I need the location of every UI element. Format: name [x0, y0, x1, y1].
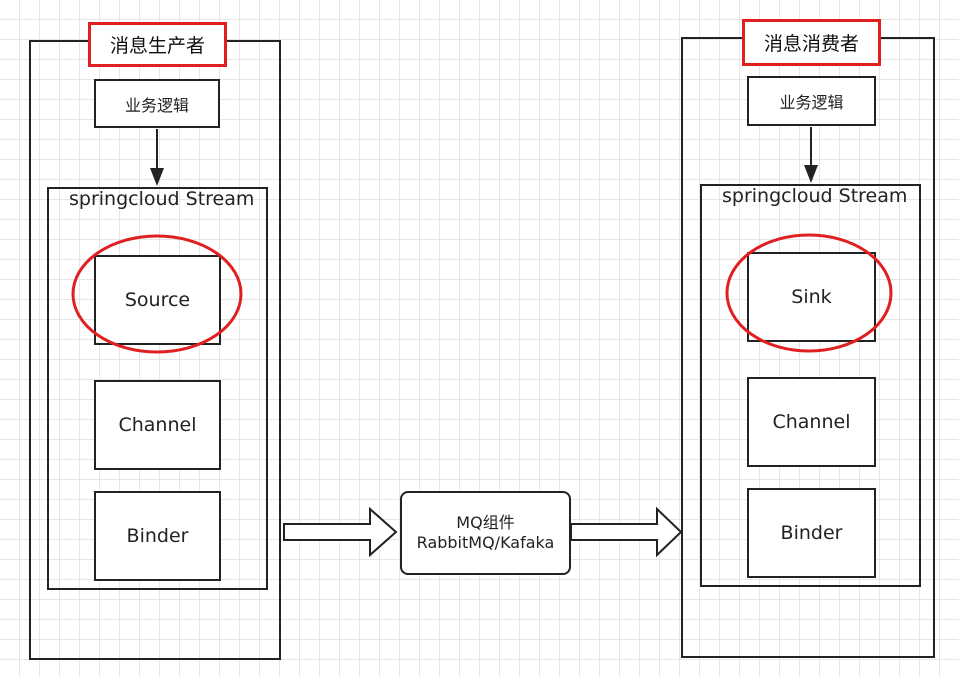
producer-business-logic: 业务逻辑: [94, 79, 220, 128]
consumer-binder-box: Binder: [747, 488, 876, 578]
consumer-sink-box: Sink: [747, 252, 876, 342]
consumer-channel-box: Channel: [747, 377, 876, 467]
producer-binder-box: Binder: [94, 491, 221, 581]
producer-stream-container: [47, 187, 268, 590]
producer-stream-title: springcloud Stream: [69, 188, 255, 210]
consumer-stream-title: springcloud Stream: [722, 185, 908, 207]
mq-products-label: RabbitMQ/Kafaka: [416, 533, 555, 552]
consumer-title: 消息消费者: [742, 19, 881, 66]
mq-component-box: MQ组件 RabbitMQ/Kafaka: [400, 491, 571, 575]
consumer-business-logic: 业务逻辑: [747, 76, 876, 126]
mq-to-consumer-arrow: [570, 506, 683, 558]
mq-label: MQ组件: [456, 513, 515, 532]
producer-channel-box: Channel: [94, 380, 221, 470]
producer-source-box: Source: [94, 255, 221, 345]
consumer-stream-container: [700, 184, 921, 587]
producer-title: 消息生产者: [88, 22, 227, 67]
producer-to-mq-arrow: [283, 506, 398, 558]
